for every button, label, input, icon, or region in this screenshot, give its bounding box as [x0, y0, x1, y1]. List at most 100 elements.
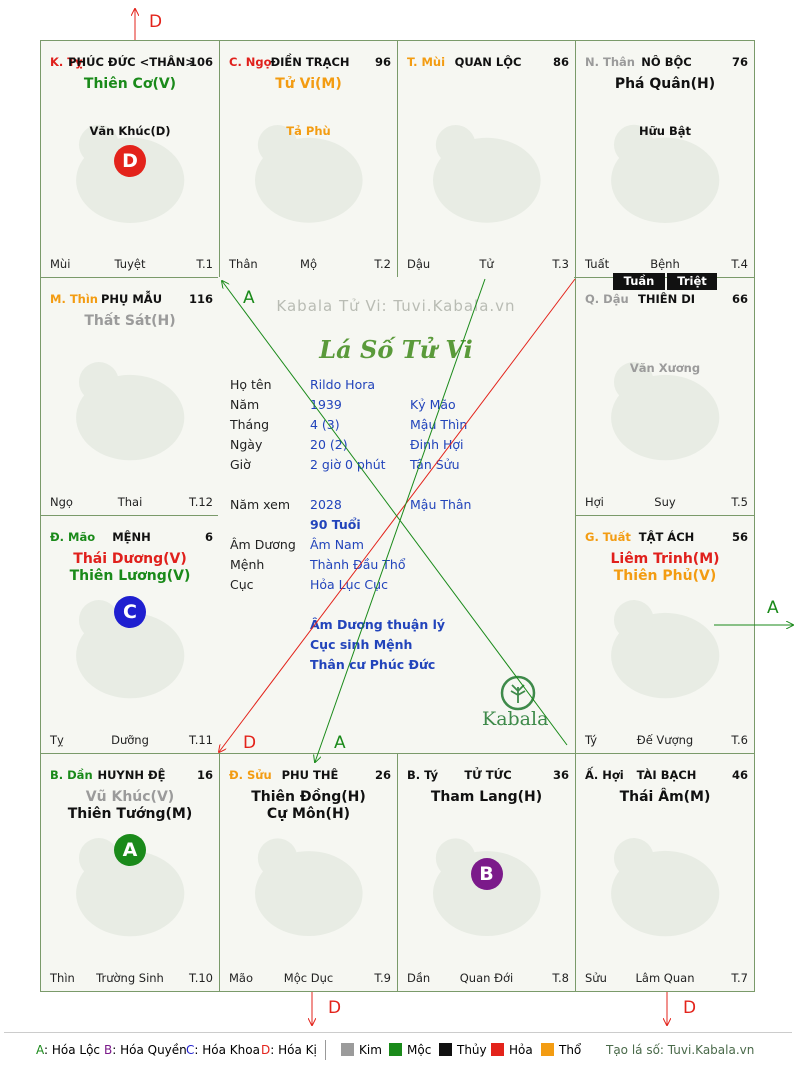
legend-hoa-quyen: B: Hóa Quyền — [104, 1043, 187, 1057]
zodiac-watermark-icon — [610, 600, 720, 699]
zodiac-watermark-icon — [75, 838, 185, 937]
zodiac-watermark-icon — [254, 838, 363, 937]
tuoi-value: 90 Tuổi — [310, 517, 361, 532]
main-star: Vũ Khúc(V) — [85, 789, 175, 805]
main-star: Tham Lang(H) — [430, 789, 543, 805]
palace-bottom-left: Tỵ — [50, 733, 64, 747]
palace-bottom-left: Thân — [229, 257, 258, 271]
minor-star: Văn Xương — [629, 361, 701, 375]
info-label: Cục — [230, 577, 254, 592]
info-value-can-chi: Tân Sửu — [410, 457, 460, 472]
main-star: Thái Dương(V) — [73, 551, 187, 567]
legend-hoa-ki: D: Hóa Kị — [261, 1043, 317, 1057]
palace-bottom-left: Ngọ — [50, 495, 73, 509]
palace-number: 106 — [188, 55, 213, 69]
center-panel: Kabala Tử Vi: Tuvi.Kabala.vn Lá Số Tử Vi… — [218, 277, 574, 753]
legend-moc: Mộc — [389, 1043, 431, 1057]
legend-link[interactable]: Tạo lá số: Tuvi.Kabala.vn — [606, 1043, 755, 1057]
right-arrow-label: A — [767, 598, 779, 618]
info-value: Rildo Hora — [310, 377, 376, 392]
palace-name: TẬT ÁCH — [638, 530, 695, 544]
palace-stage: Trường Sinh — [96, 971, 164, 985]
palace-bottom-left: Hợi — [585, 495, 604, 509]
legend-hoa-khoa: C: Hóa Khoa — [186, 1043, 260, 1057]
info-value: 4 (3) — [310, 417, 340, 432]
main-star: Thiên Lương(V) — [69, 568, 191, 584]
palace-name: NÔ BỘC — [641, 55, 692, 69]
palace-stage: Mộ — [300, 257, 317, 271]
info-value: Hỏa Lục Cục — [310, 577, 388, 592]
palace-name: MỆNH — [112, 530, 151, 544]
main-star: Tử Vi(M) — [275, 76, 342, 92]
palace-bottom-left: Dậu — [407, 257, 431, 271]
palace-number: 76 — [731, 55, 748, 69]
main-star: Cự Môn(H) — [266, 806, 351, 822]
palace-number: 96 — [374, 55, 391, 69]
info-label: Ngày — [230, 437, 263, 452]
palace-index: T.7 — [731, 971, 748, 985]
legend-hoa: Hỏa — [491, 1043, 533, 1057]
diag-a1-label: A — [243, 288, 255, 308]
palace-chi: K. Tỵ — [50, 55, 83, 69]
tuan-tag: Tuần — [613, 273, 665, 290]
palace-bottom-left: Sửu — [585, 971, 607, 985]
bottom-right-arrow-label: D — [683, 998, 697, 1018]
palace-name: PHÚC ĐỨC <THÂN> — [68, 55, 195, 69]
legend-thuy: Thủy — [439, 1043, 487, 1057]
info-label: Âm Dương — [230, 537, 296, 552]
watermark-text: Kabala Tử Vi: Tuvi.Kabala.vn — [276, 297, 516, 315]
info-label: Họ tên — [230, 377, 272, 392]
palace-bottom-left: Tý — [585, 733, 598, 747]
palace-name: HUYNH ĐỆ — [97, 768, 166, 782]
bottom-left-arrow-label: D — [328, 998, 342, 1018]
palace-chi: Đ. Sửu — [229, 768, 272, 782]
info-label: Mệnh — [230, 557, 265, 572]
zodiac-watermark-icon — [75, 124, 185, 223]
palace-index: T.8 — [552, 971, 569, 985]
palace-number: 16 — [196, 768, 213, 782]
palace-number: 46 — [731, 768, 748, 782]
palace-chi: Đ. Mão — [50, 530, 96, 544]
palace-name: PHỤ MẪU — [100, 292, 163, 306]
legend-separator — [325, 1040, 326, 1060]
main-star: Thiên Phủ(V) — [613, 568, 717, 584]
main-star: Thái Âm(M) — [619, 789, 711, 805]
main-star: Liêm Trinh(M) — [610, 551, 720, 567]
palace-bottom-left: Thìn — [50, 971, 75, 985]
mutagen-badge: A — [114, 834, 146, 866]
legend-hoa-loc: A: Hóa Lộc — [36, 1043, 101, 1057]
nam-xem-label: Năm xem — [230, 497, 291, 512]
info-label: Tháng — [230, 417, 270, 432]
zodiac-watermark-icon — [610, 362, 720, 461]
nam-xem-value: 2028 — [310, 497, 342, 512]
palace-stage: Tử — [479, 257, 494, 271]
palace-stage: Bệnh — [650, 257, 680, 271]
palace-chi: G. Tuất — [585, 530, 631, 544]
zodiac-watermark-icon — [432, 125, 541, 223]
palace-index: T.12 — [189, 495, 213, 509]
palace-stage: Lâm Quan — [635, 971, 695, 985]
palace-index: T.2 — [374, 257, 391, 271]
minor-star: Văn Khúc(D) — [89, 124, 171, 138]
main-star: Thiên Cơ(V) — [83, 76, 177, 92]
palace-index: T.4 — [731, 257, 748, 271]
palace-stage: Thai — [117, 495, 143, 509]
palace-stage: Tuyệt — [114, 257, 146, 271]
palace-chi: B. Tý — [407, 768, 439, 782]
zodiac-watermark-icon — [254, 125, 363, 223]
logo-text: Kabala — [482, 708, 549, 730]
palace-number: 26 — [374, 768, 391, 782]
logo-icon — [500, 675, 536, 711]
palace-index: T.10 — [189, 971, 213, 985]
palace-chi: Ấ. Hợi — [585, 768, 624, 782]
mutagen-badge: B — [470, 858, 503, 890]
palace-stage: Mộc Dục — [283, 971, 334, 985]
